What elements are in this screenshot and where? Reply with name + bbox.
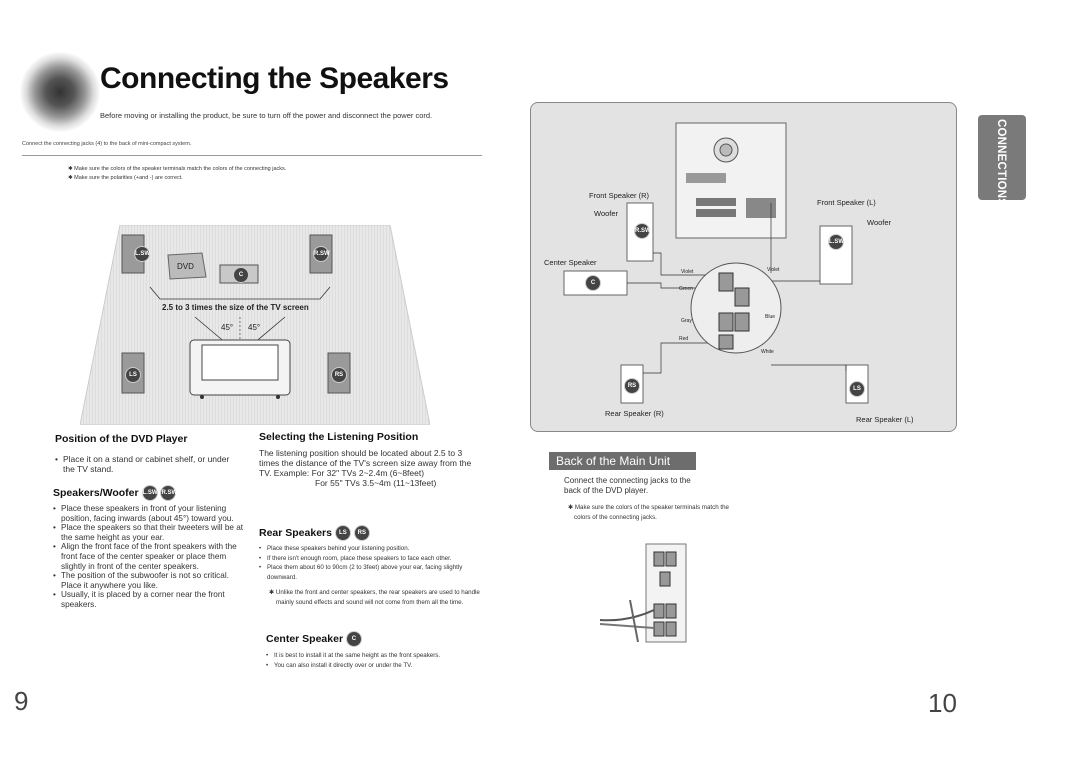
rear-note-text: Unlike the front and center speakers, th… [275, 589, 480, 606]
list-item: Place these speakers behind your listeni… [259, 544, 481, 554]
list-item: It is best to install it at the same hei… [266, 651, 476, 661]
back-unit-note-text: Make sure the colors of the speaker term… [574, 504, 729, 521]
woofer-r-label: Woofer [594, 209, 619, 218]
rear-speakers-heading: Rear Speakers [259, 526, 332, 539]
list-item: Place them about 60 to 90cm (2 to 3feet)… [259, 563, 481, 582]
terminal-closeup [598, 542, 690, 647]
speakers-woofer-heading: Speakers/Woofer [53, 486, 139, 499]
connections-tab: CONNECTIONS [978, 115, 1026, 206]
front-speaker-l-label: Front Speaker (L) [817, 198, 876, 207]
badge-rsw: R.SW [313, 246, 330, 262]
intro-text: Before moving or installing the product,… [100, 111, 433, 120]
connections-tab-label: CONNECTIONS [995, 119, 1007, 207]
wire-white: White [761, 349, 774, 355]
center-speaker-section: Center Speaker C It is best to install i… [266, 631, 476, 670]
badge-rs: RS [624, 378, 640, 394]
rear-speaker-r-label: Rear Speaker (R) [605, 409, 664, 418]
badge-ls: LS [125, 367, 141, 383]
rear-speakers-header: Rear Speakers LS RS [259, 525, 481, 541]
badge-lsw: L.SW [828, 234, 844, 250]
center-speaker-label: Center Speaker [544, 258, 597, 267]
woofer-l-label: Woofer [867, 218, 892, 227]
list-item: You can also install it directly over or… [266, 661, 476, 671]
badge-rsw: R.SW [634, 223, 651, 239]
listening-text-2: For 55" TVs 3.5~4m (11~13feet) [315, 478, 437, 488]
angle-right-label: 45° [248, 323, 261, 332]
badge-lsw: L.SW [134, 246, 150, 262]
badge-rs: RS [331, 367, 347, 383]
dvd-label: DVD [177, 262, 194, 271]
top-bullet-item: Make sure the polarities (+and -) are co… [68, 174, 286, 183]
wire-green: Green [679, 286, 693, 292]
rear-speaker-l-label: Rear Speaker (L) [856, 415, 914, 424]
size-label: 2.5 to 3 times the size of the TV screen [162, 303, 309, 312]
badge-rsw: R.SW [160, 485, 177, 501]
wire-violet-right: Violet [767, 267, 780, 273]
speaker-graphic-icon [20, 52, 100, 132]
connect-note: Connect the connecting jacks (4) to the … [22, 141, 192, 147]
back-unit-note: ✱ Make sure the colors of the speaker te… [568, 504, 729, 521]
speakers-woofer-section: Speakers/Woofer L.SW R.SW Place these sp… [53, 485, 248, 610]
list-item: The position of the subwoofer is not so … [53, 571, 248, 590]
rear-speakers-section: Rear Speakers LS RS Place these speakers… [259, 525, 481, 607]
dvd-position-section: Position of the DVD Player Place it on a… [55, 433, 240, 474]
angle-left-label: 45° [221, 323, 234, 332]
top-bullet-item: Make sure the colors of the speaker term… [68, 165, 286, 174]
page-title: Connecting the Speakers [100, 62, 449, 95]
badge-rs: RS [353, 525, 370, 541]
list-item: If there isn't enough room, place these … [259, 554, 481, 564]
dvd-position-heading: Position of the DVD Player [55, 433, 188, 445]
listening-section: Selecting the Listening Position The lis… [259, 431, 479, 488]
list-item: Align the front face of the front speake… [53, 542, 248, 571]
badge-ls: LS [334, 525, 351, 541]
center-speaker-header: Center Speaker C [266, 631, 476, 647]
rear-note: ✱ Unlike the front and center speakers, … [269, 589, 480, 606]
wire-violet-left: Violet [681, 269, 694, 275]
badge-c: C [585, 275, 601, 291]
divider [22, 155, 482, 156]
page-number-left: 9 [14, 686, 29, 716]
center-speaker-heading: Center Speaker [266, 632, 344, 645]
front-speaker-r-label: Front Speaker (R) [589, 191, 650, 200]
wiring-diagram-panel: Front Speaker (R) Woofer R.SW Front Spea… [530, 102, 957, 432]
back-unit-title: Back of the Main Unit [549, 452, 696, 470]
wire-gray: Gray [681, 318, 692, 324]
top-bullets: Make sure the colors of the speaker term… [68, 165, 286, 183]
badge-c: C [233, 267, 249, 283]
page-number-right: 10 [928, 688, 957, 718]
list-item: Usually, it is placed by a corner near t… [53, 590, 248, 609]
room-layout-diagram: L.SW R.SW DVD C 2.5 to 3 times the size … [79, 224, 431, 426]
listening-text: The listening position should be located… [259, 448, 472, 478]
listening-heading: Selecting the Listening Position [259, 431, 419, 443]
back-unit-text: Connect the connecting jacks to the back… [564, 476, 691, 495]
badge-c: C [345, 631, 362, 647]
wire-red: Red [679, 336, 689, 342]
list-item: Place the speakers so that their tweeter… [53, 523, 248, 542]
list-item: Place it on a stand or cabinet shelf, or… [55, 454, 240, 474]
badge-ls: LS [849, 381, 865, 397]
speakers-woofer-header: Speakers/Woofer L.SW R.SW [53, 485, 248, 501]
badge-lsw: L.SW [141, 485, 158, 501]
wire-blue: Blue [765, 314, 776, 320]
list-item: Place these speakers in front of your li… [53, 504, 248, 523]
